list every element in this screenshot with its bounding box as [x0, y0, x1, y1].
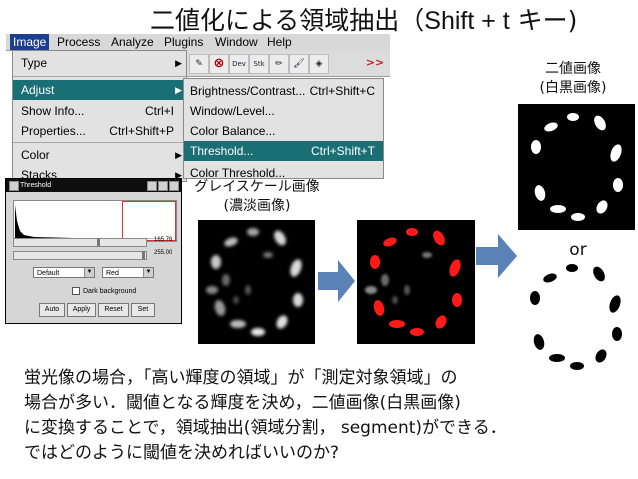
maximize-icon[interactable] [158, 181, 168, 191]
menu-item-brightness-contrast[interactable]: Brightness/Contrast...Ctrl+Shift+C [190, 84, 375, 98]
menu-item-color-balance[interactable]: Color Balance... [190, 124, 276, 138]
menu-item-window-level[interactable]: Window/Level... [190, 104, 275, 118]
arrow-right-icon [476, 234, 517, 278]
close-icon[interactable] [169, 181, 179, 191]
stk-tool[interactable]: Stk [249, 54, 269, 74]
title-key: Shift + t [424, 7, 510, 35]
flood-fill-icon[interactable]: ◈ [309, 54, 329, 74]
threshold-range-box [122, 201, 176, 241]
brush-icon[interactable]: 🖌 [289, 54, 309, 74]
binary-label: 二値画像 (白黒画像) [539, 61, 607, 96]
threshold-dialog: Threshold 165.78 255.00 Default▼ Red▼ Da… [5, 178, 182, 324]
menu-separator [13, 142, 186, 143]
dropper-icon[interactable]: ✎ [189, 54, 209, 74]
menu-window[interactable]: Window [215, 35, 258, 49]
menu-process[interactable]: Process [57, 35, 101, 49]
binary-image-white-on-black [518, 104, 635, 230]
body-line: に変換することで，領域抽出(領域分割， segment)ができる． [24, 418, 507, 438]
menu-item-adjust[interactable]: Adjust▶ [13, 80, 186, 100]
menu-item-properties[interactable]: Properties...Ctrl+Shift+P [21, 124, 174, 138]
apply-button[interactable]: Apply [67, 303, 96, 317]
lower-threshold-value: 165.78 [154, 237, 173, 243]
menu-help[interactable]: Help [267, 35, 292, 49]
menu-image[interactable]: Image [10, 34, 50, 50]
display-select[interactable]: Red▼ [102, 267, 154, 278]
arrow-right-icon [318, 260, 355, 302]
threshold-titlebar[interactable]: Threshold [6, 179, 181, 192]
auto-button[interactable]: Auto [39, 303, 65, 317]
slide-title: 二値化による領域抽出（Shift + t キー) [150, 3, 620, 39]
upper-threshold-knob[interactable] [142, 251, 145, 259]
menu-separator [13, 76, 186, 77]
lower-threshold-knob[interactable] [97, 238, 100, 246]
upper-threshold-slider[interactable] [13, 251, 147, 260]
imagej-toolbar: ✎ ⊗ Dev Stk ✏ 🖌 ◈ >> [185, 50, 390, 77]
title-suffix: キー) [509, 6, 578, 35]
menu-item-show-info[interactable]: Show Info...Ctrl+I [21, 104, 174, 118]
more-tools-icon[interactable]: >> [365, 56, 385, 69]
cancel-icon[interactable]: ⊗ [209, 54, 229, 74]
menu-plugins[interactable]: Plugins [164, 35, 204, 49]
binary-image-black-on-white [517, 258, 635, 376]
menu-item-stacks[interactable]: Stacks▶ [13, 165, 186, 181]
submenu-arrow-icon: ▶ [175, 58, 182, 68]
menu-item-color[interactable]: Color▶ [13, 145, 186, 165]
adjust-submenu: Brightness/Contrast...Ctrl+Shift+C Windo… [183, 78, 384, 179]
image-menu: Type▶ Adjust▶ Show Info...Ctrl+I Propert… [12, 50, 187, 182]
menu-analyze[interactable]: Analyze [111, 35, 154, 49]
chevron-down-icon: ▼ [143, 268, 153, 277]
body-text: 蛍光像の場合，「高い輝度の領域」が「測定対象領域」の 場合が多い．閾値となる輝度… [24, 366, 624, 466]
lower-threshold-slider[interactable] [13, 238, 147, 247]
menu-item-type[interactable]: Type▶ [13, 53, 186, 73]
pencil-icon[interactable]: ✏ [269, 54, 289, 74]
body-line: 場合が多い．閾値となる輝度を決め，二値画像(白黒画像) [24, 393, 461, 413]
window-menu-icon[interactable] [9, 181, 19, 191]
submenu-arrow-icon: ▶ [175, 170, 182, 180]
or-label: or [569, 240, 587, 260]
menu-item-color-threshold[interactable]: Color Threshold... [190, 166, 286, 179]
reset-button[interactable]: Reset [98, 303, 129, 317]
grayscale-label: グレイスケール画像 (濃淡画像) [194, 179, 320, 214]
threshold-overlay-image [357, 220, 475, 344]
imagej-menubar: Image Process Analyze Plugins Window Hel… [6, 34, 390, 51]
submenu-arrow-icon: ▶ [175, 85, 182, 95]
minimize-icon[interactable] [147, 181, 157, 191]
body-line: ではどのように閾値を決めればいいのか? [24, 443, 340, 463]
grayscale-image [198, 220, 315, 344]
method-select[interactable]: Default▼ [33, 267, 95, 278]
dark-background-checkbox[interactable]: Dark background [72, 287, 136, 296]
dev-tool[interactable]: Dev [229, 54, 249, 74]
upper-threshold-value: 255.00 [154, 250, 173, 256]
chevron-down-icon: ▼ [84, 268, 94, 277]
body-line: 蛍光像の場合，「高い輝度の領域」が「測定対象領域」の [24, 368, 458, 388]
title-main: 二値化による領域抽出（ [150, 6, 425, 35]
checkbox-box[interactable] [72, 287, 80, 296]
submenu-arrow-icon: ▶ [175, 150, 182, 160]
menu-item-threshold[interactable]: Threshold...Ctrl+Shift+T [184, 141, 383, 161]
threshold-histogram [13, 200, 177, 242]
set-button[interactable]: Set [131, 303, 155, 317]
